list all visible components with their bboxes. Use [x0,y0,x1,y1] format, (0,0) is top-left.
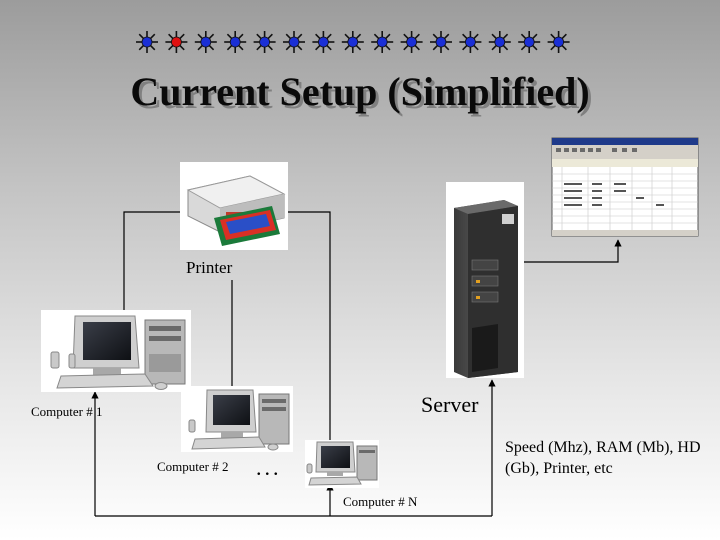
star-burst-icon [518,31,541,53]
server-tower-icon [446,182,524,378]
ornament-row [136,31,570,53]
spreadsheet-window-icon [551,137,699,237]
line-computer1-printer-left [123,211,182,312]
star-burst-icon [371,31,394,53]
server-label: Server [421,392,479,417]
star-burst-icon [165,31,188,53]
star-burst-icon [224,31,247,53]
desktop-computer-icon [305,440,379,488]
star-burst-icon [547,31,570,53]
printer-label: Printer [186,258,233,277]
star-burst-icon [312,31,335,53]
star-burst-icon [400,31,423,53]
star-burst-icon [459,31,482,53]
star-burst-icon [488,31,511,53]
star-burst-icon [283,31,305,53]
star-burst-icon [253,31,276,53]
star-burst-icon [430,31,452,53]
ellipsis-label: ... [256,455,282,480]
slide-title: Current Setup (Simplified) [130,69,590,114]
desktop-computer-icon [41,310,191,392]
line-server-spreadsheet [522,239,622,263]
computer-n-label: Computer # N [343,494,418,509]
printer-icon [180,162,288,250]
star-burst-icon [136,31,158,53]
computer-2-label: Computer # 2 [157,459,229,474]
desktop-computer-icon [181,386,293,452]
star-burst-icon [194,31,217,53]
computer-1-label: Computer # 1 [31,404,103,419]
star-burst-icon [341,31,364,53]
server-specs-note: Speed (Mhz), RAM (Mb), HD (Gb), Printer,… [505,439,701,477]
